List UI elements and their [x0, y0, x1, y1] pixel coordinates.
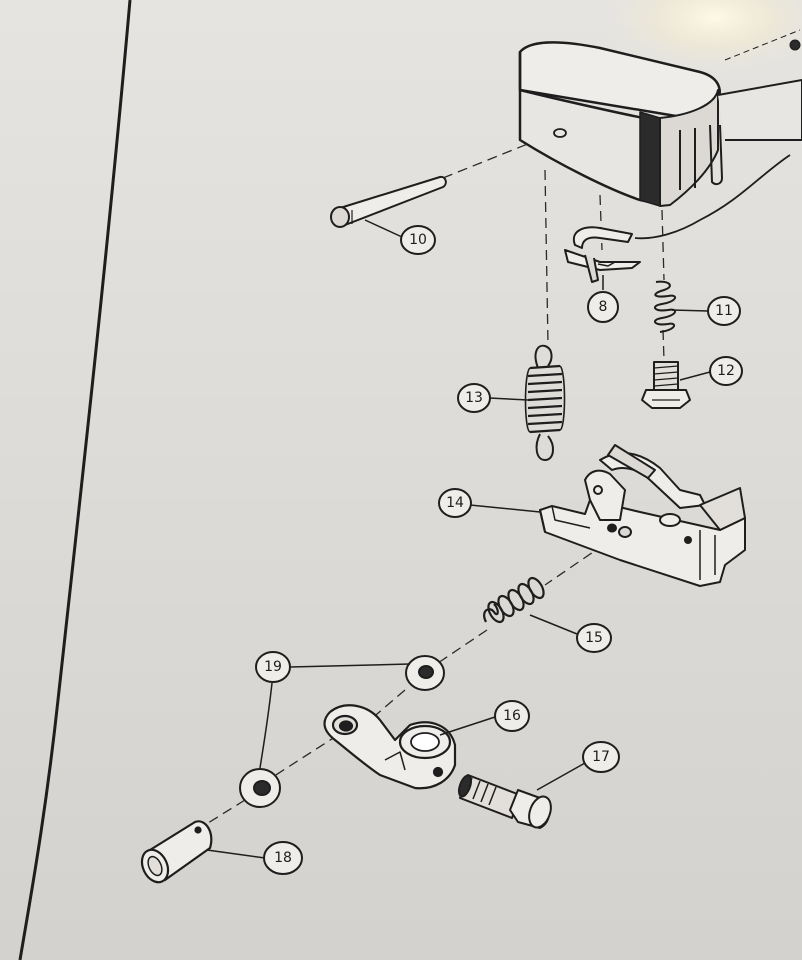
part-12-screw	[641, 361, 691, 409]
callout-17: 17	[582, 741, 620, 773]
part-16-collar	[323, 704, 457, 790]
callout-18-label: 18	[274, 850, 292, 866]
callout-8-label: 8	[599, 299, 608, 315]
callout-12: 12	[709, 356, 743, 386]
part-18-roller	[140, 820, 213, 884]
callout-19: 19	[255, 651, 291, 683]
callout-10: 10	[400, 225, 436, 255]
part-19-washer-upper	[405, 655, 445, 691]
leader-lines	[206, 219, 711, 859]
callout-13: 13	[457, 383, 491, 413]
part-14-latch	[539, 444, 746, 587]
callout-13-label: 13	[465, 390, 483, 406]
callout-12-label: 12	[717, 363, 735, 379]
callout-15: 15	[576, 623, 612, 653]
callout-14: 14	[438, 488, 472, 518]
part-19-washer-lower	[239, 768, 281, 808]
part-10-pin	[330, 175, 447, 228]
callout-16-label: 16	[503, 708, 521, 724]
callout-14-label: 14	[446, 495, 464, 511]
callout-15-label: 15	[585, 630, 603, 646]
main-body-part	[518, 29, 802, 240]
page-border-line	[18, 0, 132, 960]
callout-18: 18	[263, 841, 303, 875]
part-17-bolt	[457, 774, 552, 829]
part-11-spring	[653, 280, 677, 333]
callout-17-label: 17	[592, 749, 610, 765]
part-15-spring	[483, 576, 545, 624]
callout-11-label: 11	[715, 303, 733, 319]
part-13-spring	[524, 344, 566, 462]
part-8-clip	[564, 226, 641, 283]
callout-10-label: 10	[409, 232, 427, 248]
callout-11: 11	[707, 296, 741, 326]
callout-8: 8	[587, 291, 619, 323]
callout-19-label: 19	[264, 659, 282, 675]
callout-16: 16	[494, 700, 530, 732]
